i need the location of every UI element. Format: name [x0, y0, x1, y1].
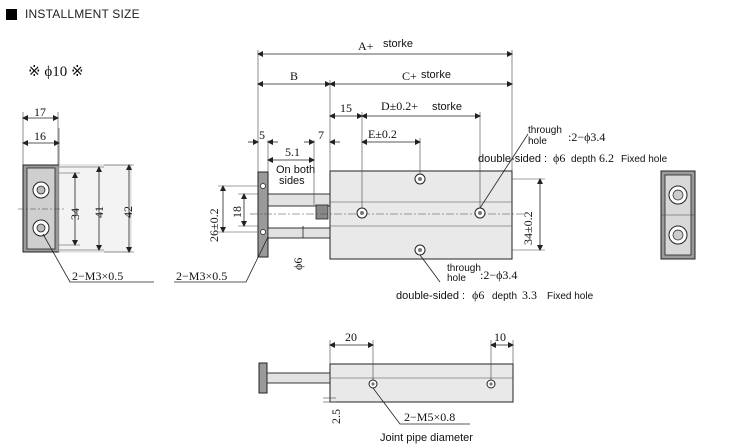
- top-through-spec: :2−ϕ3.4: [568, 130, 605, 144]
- dim-34-left: 34: [68, 208, 82, 220]
- dim-26: 26±0.2: [207, 208, 221, 242]
- dim-2-5: 2.5: [329, 409, 343, 424]
- dim-18: 18: [230, 206, 244, 218]
- bottom-view: 20 10 2.5 2−M5×0.8 Joint pipe diameter: [258, 330, 514, 444]
- bottom-fixed-hole: Fixed hole: [547, 291, 594, 302]
- top-depth-word: depth: [571, 154, 596, 165]
- dim-a: A+: [358, 39, 374, 53]
- top-depth-value: 6.2: [599, 151, 614, 165]
- piston-rod-lower: [267, 227, 331, 239]
- bottom-through-line2: hole: [447, 273, 466, 284]
- model-label: ※ ϕ10 ※: [28, 64, 84, 80]
- dim-15: 15: [340, 101, 352, 115]
- bottom-double-spec: ϕ6: [472, 288, 484, 302]
- bottom-depth-word: depth: [492, 291, 517, 302]
- dim-d-word: storke: [432, 101, 462, 113]
- dim-10: 10: [494, 330, 506, 344]
- top-double-sided: double-sided :: [478, 153, 547, 165]
- bottom-double-sided: double-sided :: [396, 290, 465, 302]
- dim-17: 17: [34, 105, 46, 119]
- bottom-end-plate: [258, 362, 268, 394]
- piston-rod-upper: [267, 193, 331, 207]
- dim-16: 16: [34, 129, 46, 143]
- dim-e: E±0.2: [368, 127, 397, 141]
- main-side-view: A+ storke B C+ storke 15 D±0.2+ storke E…: [174, 38, 668, 302]
- main-thread-label: 2−M3×0.5: [176, 269, 227, 283]
- bottom-through-line1: through: [447, 263, 481, 274]
- both-sides-line2: sides: [279, 175, 305, 187]
- top-through-line1: through: [528, 125, 562, 136]
- dim-34-right: 34±0.2: [521, 211, 535, 245]
- section-header: INSTALLMENT SIZE: [6, 6, 140, 22]
- end-plate: [257, 171, 269, 258]
- right-end-view: [660, 170, 696, 260]
- top-double-spec: ϕ6: [553, 151, 565, 165]
- rod-joint: [315, 204, 329, 220]
- bottom-through-spec: :2−ϕ3.4: [480, 268, 517, 282]
- dim-41: 41: [92, 206, 106, 218]
- dim-7: 7: [318, 128, 324, 142]
- top-fixed-hole: Fixed hole: [621, 154, 668, 165]
- dim-5-1: 5.1: [285, 145, 300, 159]
- dim-b: B: [290, 69, 298, 83]
- both-sides-line1: On both: [276, 164, 315, 176]
- dim-phi6: ϕ6: [291, 258, 305, 270]
- dim-42: 42: [121, 206, 135, 218]
- left-end-view: 17 16 34 41 42 2−M3×0.5: [18, 105, 154, 283]
- dim-20: 20: [345, 330, 357, 344]
- dim-5: 5: [259, 128, 265, 142]
- dim-c: C+: [402, 69, 417, 83]
- dim-a-word: storke: [383, 38, 413, 50]
- bottom-thread-label: 2−M5×0.8: [404, 410, 455, 424]
- bottom-depth-value: 3.3: [522, 288, 537, 302]
- left-thread-label: 2−M3×0.5: [72, 269, 123, 283]
- top-through-line2: hole: [528, 136, 547, 147]
- header-square-icon: [6, 8, 17, 20]
- section-title: INSTALLMENT SIZE: [25, 7, 140, 21]
- dim-c-word: storke: [421, 69, 451, 81]
- bottom-cylinder-body: [329, 363, 514, 403]
- dim-d: D±0.2+: [381, 99, 418, 113]
- joint-pipe-caption: Joint pipe diameter: [380, 432, 473, 444]
